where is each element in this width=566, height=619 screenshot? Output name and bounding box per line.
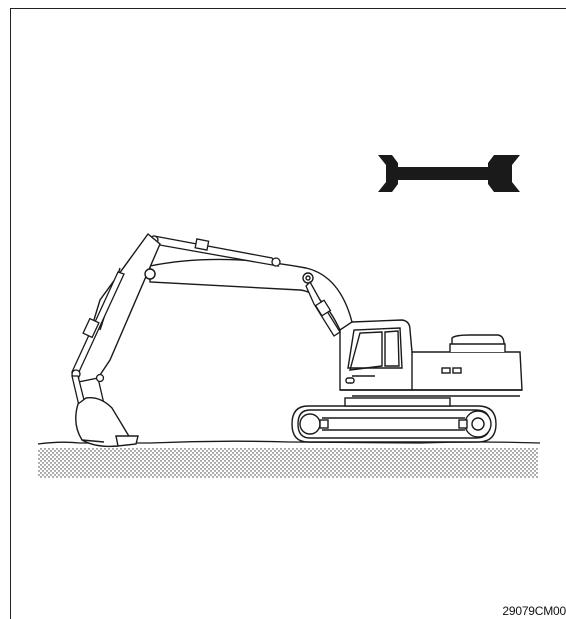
bucket bbox=[75, 397, 139, 448]
track-undercarriage bbox=[291, 397, 497, 443]
page-frame bbox=[10, 8, 566, 619]
boom-cylinder bbox=[305, 280, 341, 337]
wrench-icon bbox=[378, 155, 520, 192]
boom bbox=[144, 258, 353, 332]
upper-structure bbox=[339, 319, 523, 397]
ground bbox=[37, 440, 541, 478]
arm bbox=[77, 232, 161, 383]
bucket-cylinder bbox=[71, 271, 125, 379]
figure-code: 29079CM00 bbox=[502, 604, 566, 618]
